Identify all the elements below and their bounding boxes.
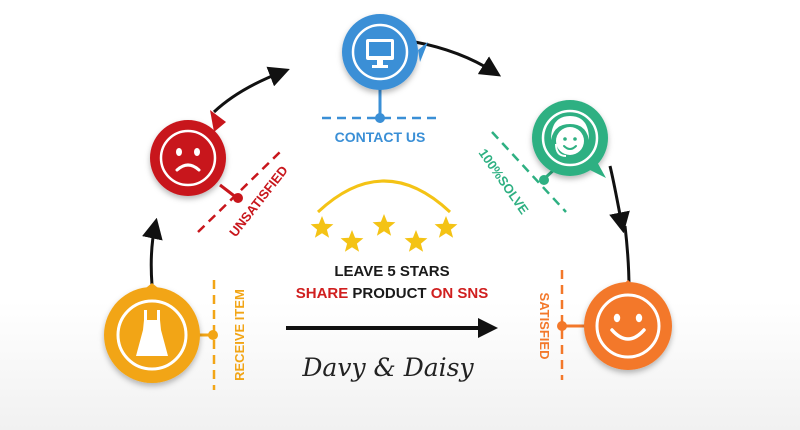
arc-segment-4 xyxy=(608,165,630,234)
step-label: RECEIVE ITEM xyxy=(232,289,247,381)
share-product-text: SHARE PRODUCT ON SNS xyxy=(296,285,489,302)
brand-signature: Davy & Daisy xyxy=(301,353,474,382)
step-contact-us: CONTACT US xyxy=(322,14,438,145)
sad-face-icon xyxy=(175,148,201,172)
on-sns-word: ON SNS xyxy=(431,285,489,302)
star-icon xyxy=(310,216,334,238)
step-label: SATISFIED xyxy=(537,293,552,360)
leave-5-stars-text: LEAVE 5 STARS xyxy=(334,263,449,280)
step-satisfied: SATISFIED xyxy=(537,270,672,380)
product-word: PRODUCT xyxy=(348,285,431,302)
five-stars-rating xyxy=(310,179,458,252)
dress-icon xyxy=(136,310,168,356)
arc-segment-5 xyxy=(623,225,631,289)
computer-monitor-icon xyxy=(366,39,394,68)
star-icon xyxy=(340,230,364,252)
step-label: CONTACT US xyxy=(335,129,426,145)
share-word: SHARE xyxy=(296,285,349,302)
arc-segment-3 xyxy=(414,40,502,77)
stars-arc xyxy=(316,179,452,214)
happy-face-icon xyxy=(610,313,646,341)
star-icon xyxy=(434,216,458,238)
main-arrow xyxy=(286,318,498,338)
star-icon xyxy=(404,230,428,252)
step-label: 100%SOLVE xyxy=(476,146,532,217)
flow-arc xyxy=(142,40,631,289)
star-icon xyxy=(372,214,396,236)
arc-segment-2 xyxy=(212,66,290,114)
support-agent-icon xyxy=(551,116,589,157)
arc-segment-1 xyxy=(142,217,163,286)
step-receive-item: RECEIVE ITEM xyxy=(104,280,247,390)
step-unsatisfied: UNSATISFIED xyxy=(150,110,291,240)
step-solve: 100%SOLVE xyxy=(476,100,608,217)
